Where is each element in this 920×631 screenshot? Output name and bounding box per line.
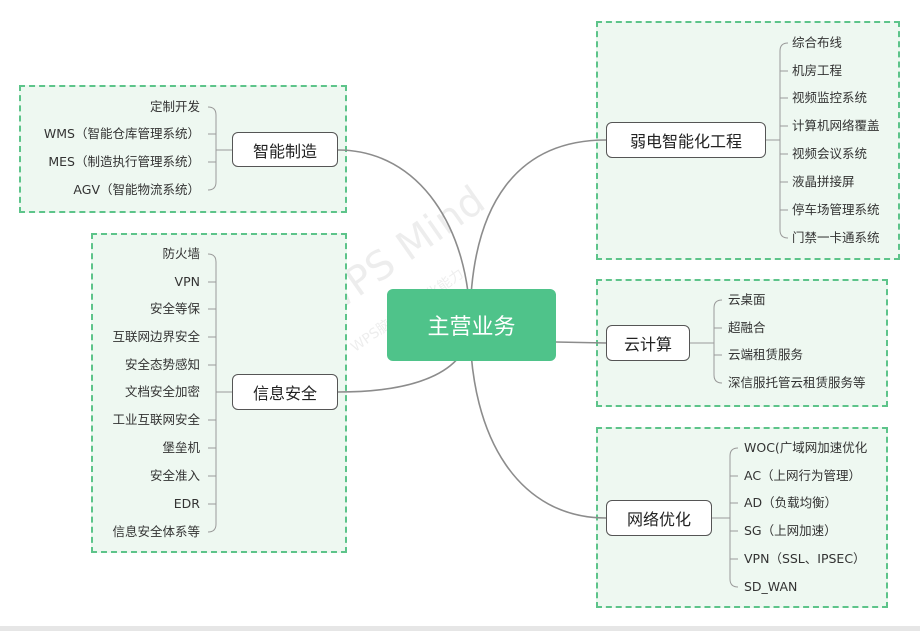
leaf-smart-manufacturing[interactable]: MES（制造执行管理系统）	[48, 154, 200, 169]
leaf-info-security[interactable]: 信息安全体系等	[112, 524, 200, 539]
leaf-weak-current[interactable]: 视频监控系统	[792, 90, 868, 105]
topic-info-security[interactable]: 信息安全	[232, 374, 338, 410]
root-topic[interactable]: 主营业务	[387, 289, 556, 361]
leaf-network[interactable]: SD_WAN	[744, 579, 798, 594]
leaf-cloud[interactable]: 深信服托管云租赁服务等	[728, 375, 866, 390]
leaf-info-security[interactable]: 安全等保	[149, 301, 200, 316]
leaf-weak-current[interactable]: 液晶拼接屏	[792, 174, 855, 189]
leaf-info-security[interactable]: 堡垒机	[162, 440, 200, 455]
leaf-cloud[interactable]: 超融合	[728, 320, 766, 335]
link-weak-current	[469, 139, 607, 326]
leaf-info-security[interactable]: 防火墙	[162, 246, 200, 261]
leaf-info-security[interactable]: 安全准入	[149, 468, 200, 483]
bottom-scrollbar[interactable]	[0, 626, 920, 631]
leaf-network[interactable]: SG（上网加速）	[744, 523, 837, 538]
leaf-smart-manufacturing[interactable]: 定制开发	[149, 99, 200, 114]
leaf-network[interactable]: WOC(广域网加速优化	[744, 440, 868, 455]
leaf-info-security[interactable]: 互联网边界安全	[112, 329, 200, 344]
topic-cloud[interactable]: 云计算	[606, 325, 690, 361]
leaf-network[interactable]: AD（负载均衡）	[744, 495, 838, 510]
leaf-info-security[interactable]: 文档安全加密	[124, 384, 200, 399]
leaf-info-security[interactable]: 工业互联网安全	[112, 412, 200, 427]
leaf-cloud[interactable]: 云桌面	[728, 292, 766, 307]
leaf-weak-current[interactable]: 计算机网络覆盖	[792, 118, 880, 133]
leaf-info-security[interactable]: 安全态势感知	[124, 357, 200, 372]
leaf-weak-current[interactable]: 门禁一卡通系统	[792, 230, 880, 245]
link-network	[469, 324, 607, 519]
topic-network[interactable]: 网络优化	[606, 500, 712, 536]
leaf-weak-current[interactable]: 视频会议系统	[792, 146, 868, 161]
leaf-info-security[interactable]: VPN	[174, 274, 200, 289]
leaf-weak-current[interactable]: 综合布线	[792, 35, 843, 50]
topic-weak-current[interactable]: 弱电智能化工程	[606, 122, 766, 158]
leaf-info-security[interactable]: EDR	[173, 496, 200, 511]
leaf-weak-current[interactable]: 机房工程	[792, 63, 843, 78]
leaf-network[interactable]: VPN（SSL、IPSEC）	[744, 551, 866, 566]
leaf-network[interactable]: AC（上网行为管理）	[744, 468, 862, 483]
leaf-smart-manufacturing[interactable]: AGV（智能物流系统）	[73, 182, 200, 197]
leaf-cloud[interactable]: 云端租赁服务	[728, 347, 804, 362]
leaf-smart-manufacturing[interactable]: WMS（智能仓库管理系统）	[43, 126, 200, 141]
topic-smart-manufacturing[interactable]: 智能制造	[232, 132, 338, 167]
leaf-weak-current[interactable]: 停车场管理系统	[792, 202, 880, 217]
link-cloud	[555, 341, 607, 344]
